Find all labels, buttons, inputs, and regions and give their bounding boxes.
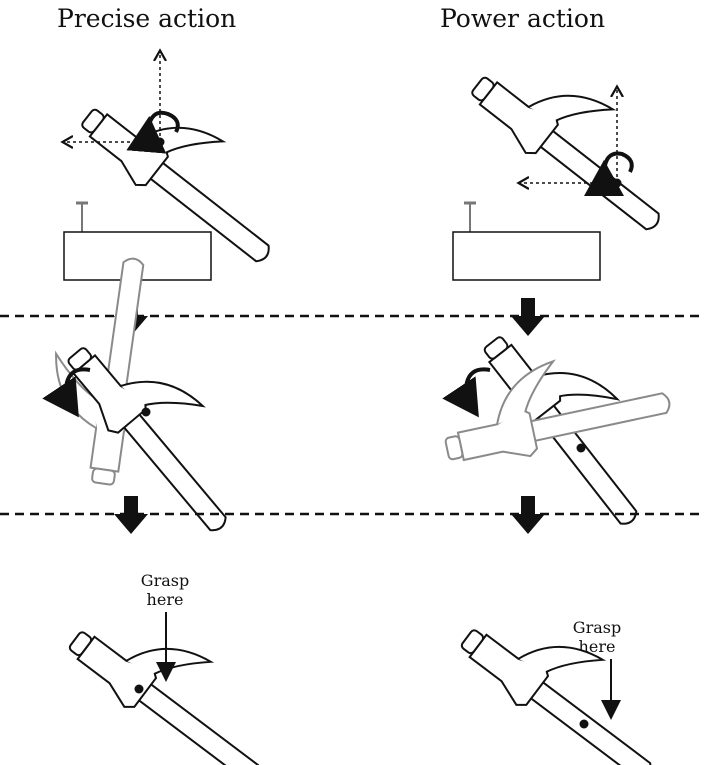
grip-point-icon — [155, 137, 165, 147]
wood-block-power — [452, 201, 601, 281]
grasp-label-line2: here — [578, 637, 616, 656]
grasp-label-line2: here — [146, 590, 184, 609]
grasp-label-precise: Grasp here — [140, 571, 190, 609]
hammer-power-final — [451, 585, 688, 765]
hammer-precise-mid — [55, 311, 272, 544]
rotation-arrow-icon — [442, 367, 491, 418]
grip-point-icon — [576, 443, 586, 453]
grip-point-icon — [134, 684, 144, 694]
grasp-label-line1: Grasp — [572, 618, 622, 637]
grasp-label-power: Grasp here — [572, 618, 622, 656]
hammer-power-top — [461, 33, 697, 245]
grip-point-icon — [612, 178, 622, 188]
grip-point-icon — [579, 719, 589, 729]
title-precise-action: Precise action — [57, 4, 237, 33]
title-power-action: Power action — [440, 4, 606, 33]
grasp-label-line1: Grasp — [140, 571, 190, 590]
down-arrow-icon — [114, 496, 148, 534]
rotation-arrow-icon — [126, 110, 180, 154]
rotation-arrow-icon — [42, 367, 91, 418]
hammer-precise-final — [59, 587, 296, 765]
axes-arrows-power — [520, 88, 617, 183]
grip-point-icon — [141, 407, 151, 417]
rotation-arrow-icon — [583, 151, 634, 197]
